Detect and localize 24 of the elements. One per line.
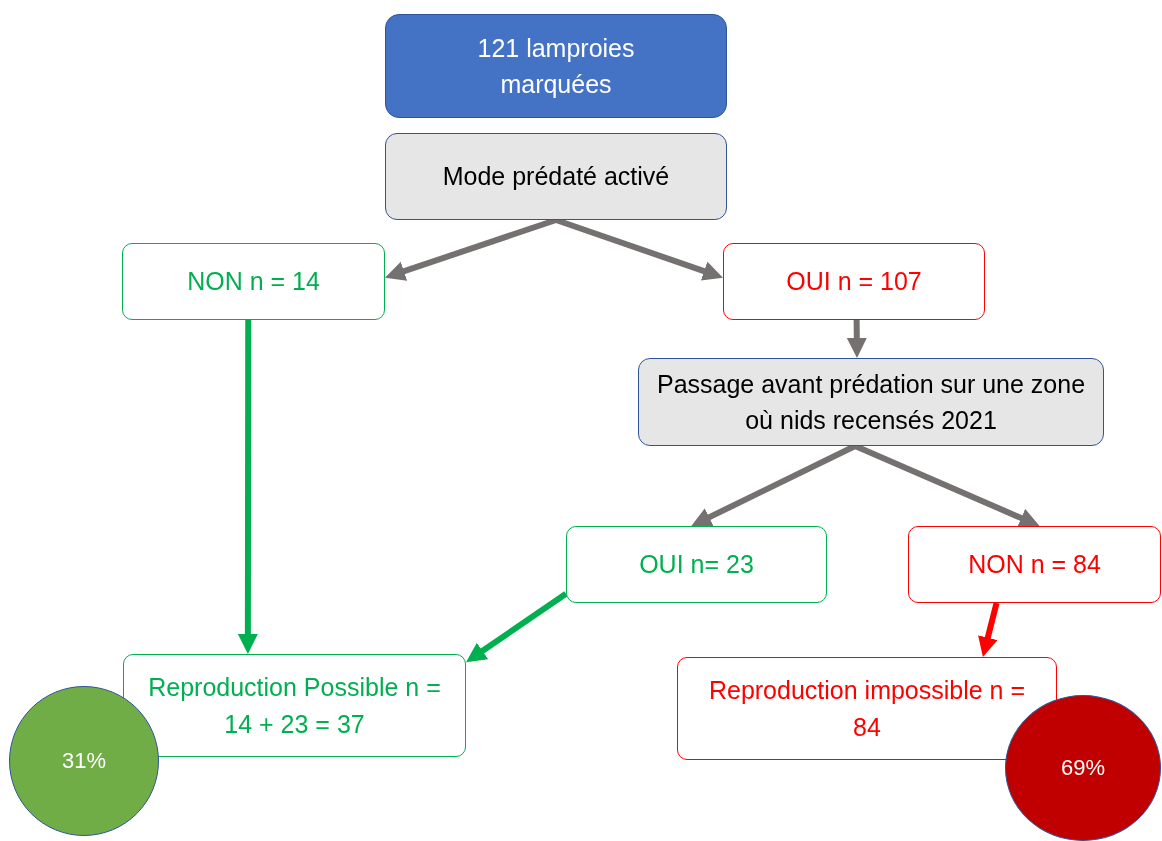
arrow [846, 319, 867, 359]
node-label: NON n = 84 [968, 549, 1101, 581]
result-box [123, 654, 466, 757]
node-label: 69% [1060, 754, 1105, 783]
process-box [638, 358, 1104, 446]
process-box [385, 133, 727, 220]
node-label: 121 lamproies marquées [476, 32, 636, 100]
outcome-box [723, 243, 985, 320]
node-label: OUI n = 107 [786, 266, 922, 298]
node-label: Reproduction impossible n = 84 [707, 675, 1027, 743]
arrow [237, 320, 258, 654]
start-box [385, 14, 727, 118]
node-label: Passage avant prédation sur une zone où nids recensés 2021 [655, 368, 1087, 436]
node-label: Mode prédaté activé [442, 161, 670, 193]
arrow [464, 591, 568, 665]
node-label: Reproduction Possible n = 14 + 23 = 37 [147, 672, 442, 740]
arrow [978, 602, 1000, 658]
result-box [677, 657, 1057, 760]
outcome-box [122, 243, 385, 320]
outcome-box [908, 526, 1161, 603]
node-label: NON n = 14 [187, 266, 320, 298]
node-label: OUI n= 23 [639, 549, 754, 581]
node-label: 31% [61, 747, 106, 776]
outcome-box [566, 526, 827, 603]
